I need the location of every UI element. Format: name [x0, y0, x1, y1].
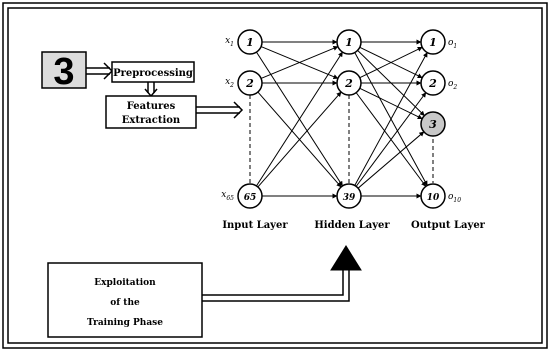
- digit-image: 3: [41, 51, 87, 93]
- features-label-line1: Features: [127, 101, 176, 112]
- input-var-label-1: x1: [225, 36, 234, 48]
- digit-glyph: 3: [53, 51, 74, 93]
- output-node-circle-1: [420, 29, 446, 55]
- connection-input-2-to-hidden-1: [260, 46, 339, 79]
- output-node-circle-2: [420, 70, 446, 96]
- exploitation-label-line1: Exploitation: [94, 278, 156, 288]
- exploitation-label-line3: Training Phase: [87, 318, 163, 328]
- double-arrow-to-preprocessing: [86, 62, 114, 80]
- input-node-1: 1: [237, 29, 263, 55]
- connection-input-65-to-hidden-2: [257, 91, 342, 188]
- double-arrow-to-features: [144, 82, 158, 98]
- input-node-circle-65: [237, 183, 263, 209]
- connection-hidden-2-to-output-1: [359, 46, 423, 79]
- input-layer-label: Input Layer: [222, 220, 288, 231]
- output-node-2: 2: [420, 70, 446, 96]
- output-node-10: 10: [420, 183, 446, 209]
- connection-hidden-39-to-output-1: [354, 52, 428, 186]
- connection-input-65-to-hidden-1: [256, 51, 343, 187]
- features-label-line2: Extraction: [122, 115, 181, 126]
- input-var-label-2: x2: [225, 77, 234, 89]
- features-extraction-box: Features Extraction: [105, 95, 197, 129]
- input-node-label-65: 65: [244, 193, 257, 203]
- hidden-node-1: 1: [336, 29, 362, 55]
- hidden-node-circle-2: [336, 70, 362, 96]
- output-var-label-10: o10: [448, 192, 461, 204]
- output-node-label-3: 3: [429, 118, 437, 131]
- input-node-label-1: 1: [246, 36, 254, 49]
- output-node-circle-3: [420, 111, 446, 137]
- hidden-layer-label: Hidden Layer: [314, 220, 390, 231]
- output-layer-label: Output Layer: [411, 220, 486, 231]
- connection-hidden-39-to-output-3: [357, 131, 425, 189]
- double-arrow-to-input-layer: [196, 101, 244, 119]
- double-arrow-to-hidden-layer: [202, 245, 362, 302]
- hidden-node-label-2: 2: [344, 77, 353, 90]
- nodes: 1 2 65 1 2 39 1 2 3 10 x1 x2 x65 o1 o2 o10: [221, 29, 461, 209]
- hidden-node-label-39: 39: [343, 193, 356, 203]
- input-node-65: 65: [237, 183, 263, 209]
- input-node-circle-1: [237, 29, 263, 55]
- output-node-3: 3: [420, 111, 446, 137]
- inner-frame: [7, 7, 543, 344]
- hidden-node-circle-1: [336, 29, 362, 55]
- input-node-circle-2: [237, 70, 263, 96]
- connection-hidden-2-to-output-3: [359, 87, 423, 120]
- output-node-label-1: 1: [429, 36, 437, 49]
- hidden-node-39: 39: [336, 183, 362, 209]
- output-var-label-1: o1: [448, 38, 457, 50]
- connection-hidden-39-to-output-2: [355, 92, 427, 187]
- input-var-label-65: x65: [221, 190, 234, 202]
- input-node-2: 2: [237, 70, 263, 96]
- hidden-node-2: 2: [336, 70, 362, 96]
- output-node-1: 1: [420, 29, 446, 55]
- preprocessing-box: Preprocessing: [111, 61, 195, 83]
- exploitation-label-line2: of the: [110, 298, 140, 308]
- output-node-circle-10: [420, 183, 446, 209]
- output-node-label-10: 10: [427, 193, 440, 203]
- preprocessing-label: Preprocessing: [113, 68, 193, 79]
- connections: [256, 39, 428, 199]
- output-var-label-2: o2: [448, 79, 457, 91]
- exploitation-box: Exploitation of the Training Phase: [47, 262, 203, 338]
- output-node-label-2: 2: [428, 77, 437, 90]
- hidden-node-label-1: 1: [345, 36, 353, 49]
- hidden-node-circle-39: [336, 183, 362, 209]
- ellipsis-dashes: [249, 95, 434, 183]
- input-node-label-2: 2: [245, 77, 254, 90]
